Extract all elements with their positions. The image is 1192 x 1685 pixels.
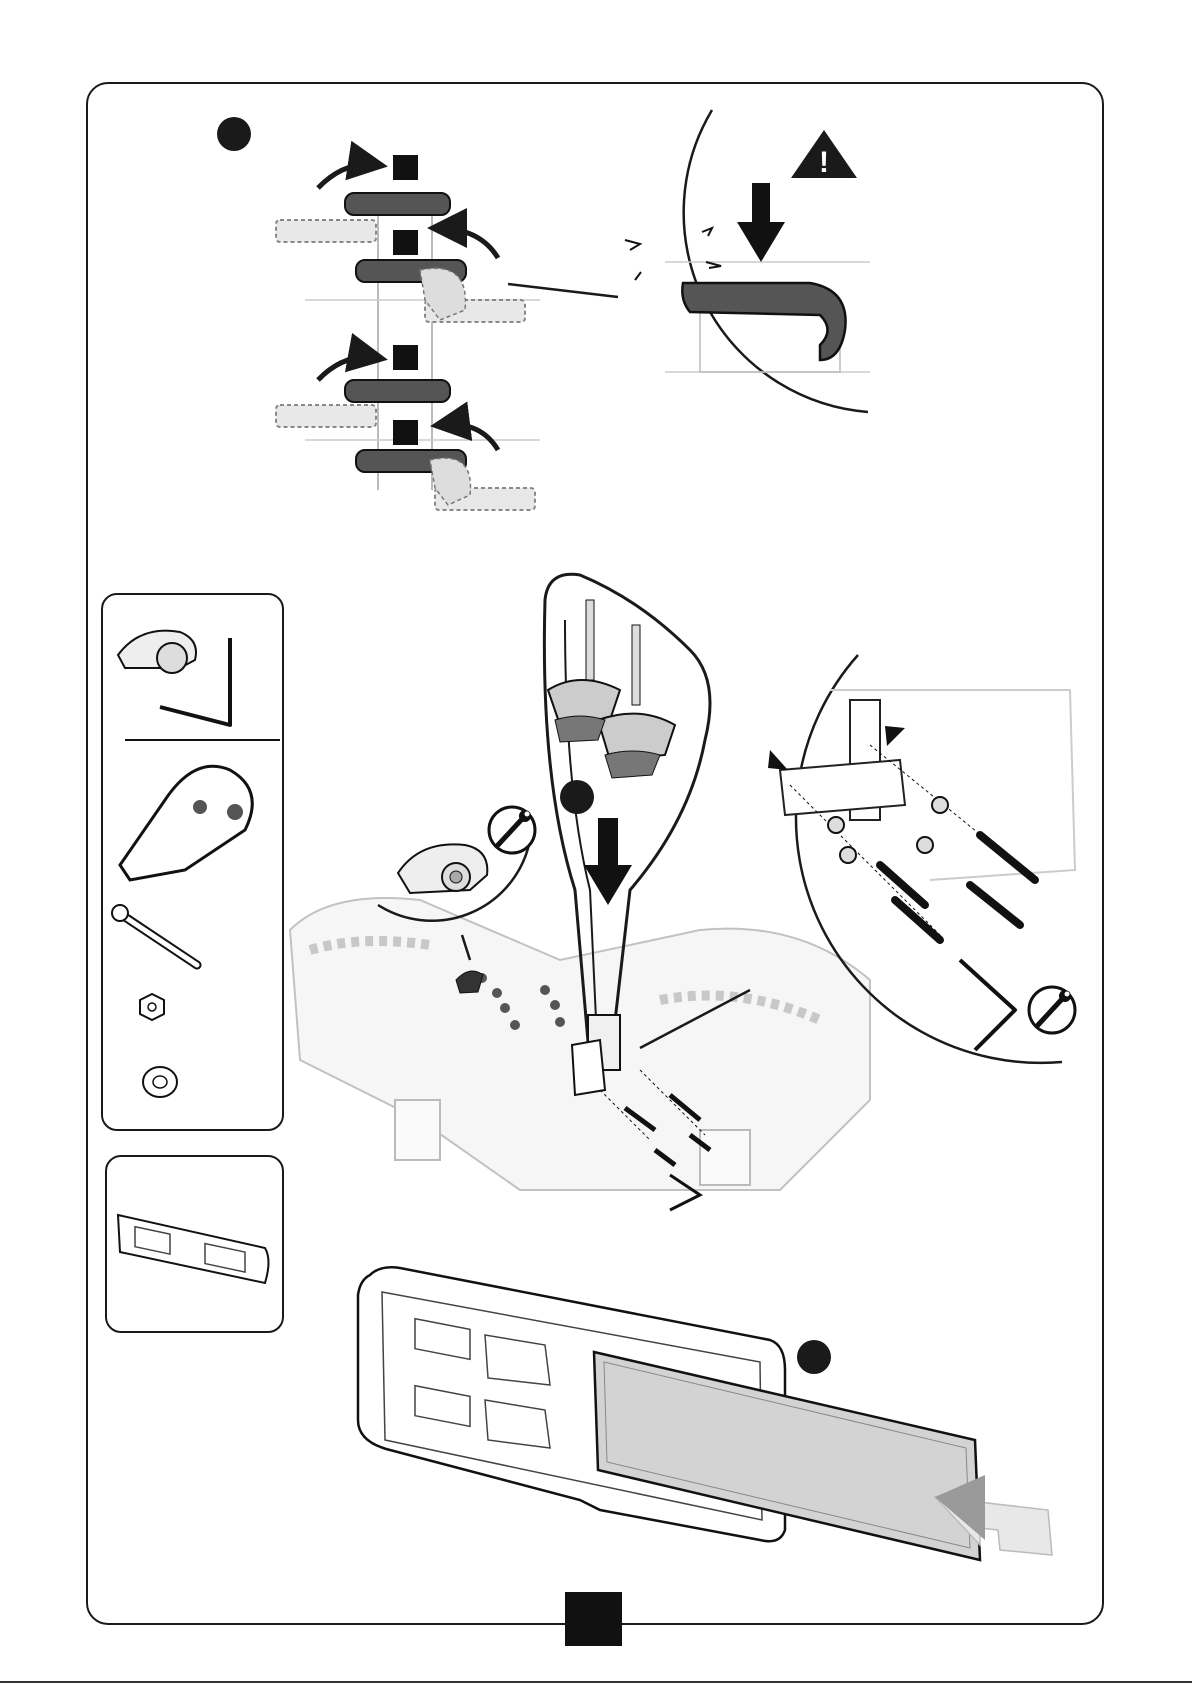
step-2-illustration xyxy=(290,574,1075,1210)
substep-b-marker xyxy=(393,230,418,255)
step-3-illustration xyxy=(358,1267,1052,1560)
plate-holder-part xyxy=(118,1215,269,1283)
curved-arrow-icon xyxy=(440,424,498,450)
curved-arrow-icon xyxy=(318,357,378,380)
curved-arrow-icon xyxy=(318,164,378,188)
bike-arm-frame-part xyxy=(120,766,252,880)
curved-arrow-icon xyxy=(437,228,498,258)
wrench-icon xyxy=(489,807,535,853)
down-arrow-icon xyxy=(737,222,785,262)
wrench-icon xyxy=(1029,987,1075,1033)
substep-a-marker xyxy=(393,155,418,180)
substep-c-marker xyxy=(393,345,418,370)
step-1-illustration: ! xyxy=(276,110,870,510)
page-bottom-rule xyxy=(0,1681,1192,1683)
parts-list-illustration xyxy=(112,631,280,1283)
license-plate xyxy=(594,1352,980,1560)
svg-text:!: ! xyxy=(819,146,829,179)
substep-d-marker xyxy=(393,420,418,445)
